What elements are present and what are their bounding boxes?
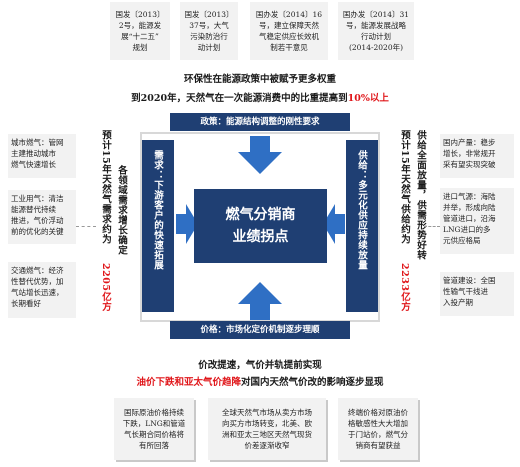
left-box-transport-gas: 交通燃气：经济 性替代优势，加 气站增长迅速， 长期看好 xyxy=(8,262,76,318)
left-box-line: 前的优化的关键 xyxy=(11,227,64,236)
price-bar: 价格：市场化定价机制逐步理顺 xyxy=(170,321,350,339)
bottom-box-terminal-price: 终端价格对原油价 格敏感性大大增加 于门站价，燃气分 销商有望获益 xyxy=(338,398,418,460)
demand-forecast-line-1: 预计15年天然气需求约为 xyxy=(100,130,111,245)
policy-doc-line: 号，能源发展战略 xyxy=(345,21,406,30)
policy-doc-box-3: 国办发〔2014〕16 号，建立保障天然 气稳定供应长效机 制若干意见 xyxy=(250,2,328,60)
left-box-industrial-gas: 工业用气：清洁 能源替代持续 推进，气价浮动 前的优化的关键 xyxy=(8,190,76,244)
right-box-line: 进口气源：海陆 xyxy=(443,192,496,201)
left-box-line: 主建推动城市 xyxy=(11,149,56,158)
policy-doc-line: 气稳定供应长效机 xyxy=(258,32,319,41)
right-box-line: 入投产期 xyxy=(443,298,473,307)
bottom-box-oil-price: 国际原油价格持续 下跌，LNG和管道 气长期合同价格将 有所回落 xyxy=(114,398,194,460)
left-box-line: 燃气快速增长 xyxy=(11,160,56,169)
right-box-line: 国内产量：稳步 xyxy=(443,138,496,147)
env-target-highlight: 10%以上 xyxy=(347,93,389,104)
bottom-box-line: 下跌，LNG和管道 xyxy=(122,419,186,428)
policy-doc-box-1: 国发〔2013〕 2号，能源发 展“十二五” 规划 xyxy=(110,2,170,60)
demand-panel: 需求：下游客户的快速拓展 xyxy=(142,140,174,312)
bottom-box-line: 于门站价，燃气分 xyxy=(348,430,408,439)
env-target-text: 到2020年，天然气在一次能源消费中的比重提高到 xyxy=(131,93,348,104)
left-box-line: 推进，气价浮动 xyxy=(11,216,64,225)
supply-forecast-line-2: 供给全面放量，供需形势好转 xyxy=(415,130,426,260)
demand-label: 需求：下游客户的快速拓展 xyxy=(152,150,163,270)
env-target: 到2020年，天然气在一次能源消费中的比重提高到10%以上 xyxy=(0,90,520,104)
bottom-box-line: 向买方市场转变，北美、欧 xyxy=(222,419,312,428)
arrow-up-icon xyxy=(238,282,282,320)
center-headline-line-2: 业绩拐点 xyxy=(232,229,289,245)
left-box-line: 能源替代持续 xyxy=(11,205,56,214)
reform-headline: 价改提速，气价并轨提前实现 xyxy=(198,360,322,371)
policy-doc-line: 37号，大气 xyxy=(189,21,229,30)
right-box-pipeline: 管道建设：全国 性输气干线进 入投产期 xyxy=(440,272,514,316)
arrow-right-icon xyxy=(176,204,198,244)
left-box-line: 城市燃气：管网 xyxy=(11,138,64,147)
env-headline: 环保性在能源政策中被赋予更多权重 xyxy=(183,74,336,85)
policy-doc-line: 国办发〔2014〕31 xyxy=(342,10,410,19)
policy-doc-line: 国发〔2013〕 xyxy=(115,10,165,19)
bottom-box-line: 格敏感性大大增加 xyxy=(348,419,408,428)
right-box-import-source: 进口气源：海陆 并举，形成向陆 管道进口，沿海 LNG进口的多 元供应格局 xyxy=(440,188,514,254)
left-box-line: 气站增长迅速， xyxy=(11,288,64,297)
policy-doc-line: 动计划 xyxy=(197,43,221,52)
bottom-box-line: 销商有望获益 xyxy=(355,441,401,450)
bottom-box-line: 气长期合同价格将 xyxy=(123,430,184,439)
bottom-box-global-market: 全球天然气市场从卖方市场 向买方市场转变，北美、欧 洲和亚太三地区天然气现货 价… xyxy=(208,398,326,460)
left-box-city-gas: 城市燃气：管网 主建推动城市 燃气快速增长 xyxy=(8,134,76,178)
bottom-box-line: 洲和亚太三地区天然气现货 xyxy=(222,430,312,439)
policy-doc-line: (2014-2020年) xyxy=(348,43,404,52)
right-box-line: 管道进口，沿海 xyxy=(443,214,496,223)
bottom-box-line: 价差逐渐收窄 xyxy=(244,441,290,450)
right-box-line: 并举，形成向陆 xyxy=(443,203,496,212)
policy-doc-line: 行动计划 xyxy=(360,32,391,41)
right-box-line: 性输气干线进 xyxy=(443,287,488,296)
right-box-line: LNG进口的多 xyxy=(443,225,491,234)
left-connector xyxy=(76,226,96,227)
arrow-down-icon xyxy=(238,136,282,174)
reform-impact-highlight: 油价下跌和亚太气价趋降 xyxy=(136,377,241,388)
center-headline-line-1: 燃气分销商 xyxy=(225,207,296,223)
policy-doc-line: 国发〔2013〕 xyxy=(184,10,234,19)
reform-impact-text: 对国内天然气价改的影响逐步显现 xyxy=(241,377,384,388)
left-box-line: 性替代优势，加 xyxy=(11,277,64,286)
supply-forecast-line-1: 预计15年天然气供给约为 xyxy=(399,130,410,245)
right-box-domestic-output: 国内产量：稳步 增长，非常规开 采有望实现突破 xyxy=(440,134,514,178)
policy-doc-line: 国办发〔2014〕16 xyxy=(255,10,323,19)
policy-bar: 政策：能源结构调整的刚性要求 xyxy=(170,113,350,131)
bottom-box-line: 终端价格对原油价 xyxy=(348,408,408,417)
policy-doc-line: 展“十二五” xyxy=(121,32,159,41)
policy-doc-line: 污染防治行 xyxy=(190,32,228,41)
right-connector xyxy=(424,226,440,227)
left-box-line: 长期看好 xyxy=(11,299,41,308)
policy-doc-line: 号，建立保障天然 xyxy=(258,21,319,30)
right-box-line: 采有望实现突破 xyxy=(443,160,496,169)
policy-doc-line: 制若干意见 xyxy=(270,43,308,52)
left-box-line: 工业用气：清洁 xyxy=(11,194,64,203)
demand-forecast-value: 2205亿方 xyxy=(100,263,111,312)
arrow-left-icon xyxy=(323,204,345,244)
policy-doc-line: 规划 xyxy=(132,43,148,52)
policy-doc-box-2: 国发〔2013〕 37号，大气 污染防治行 动计划 xyxy=(180,2,238,60)
right-box-line: 元供应格局 xyxy=(443,236,481,245)
right-box-line: 增长，非常规开 xyxy=(443,149,496,158)
supply-forecast-value: 2233亿方 xyxy=(399,263,410,312)
left-box-line: 交通燃气：经济 xyxy=(11,266,64,275)
supply-panel: 供给：多元化供应持续放量 xyxy=(346,140,378,312)
policy-doc-box-4: 国办发〔2014〕31 号，能源发展战略 行动计划 (2014-2020年) xyxy=(338,2,414,60)
center-headline-box: 燃气分销商 业绩拐点 xyxy=(194,189,327,263)
right-box-line: 管道建设：全国 xyxy=(443,276,496,285)
reform-impact: 油价下跌和亚太气价趋降对国内天然气价改的影响逐步显现 xyxy=(0,374,520,388)
bottom-box-line: 全球天然气市场从卖方市场 xyxy=(222,408,312,417)
policy-doc-line: 2号，能源发 xyxy=(118,21,162,30)
bottom-box-line: 国际原油价格持续 xyxy=(123,408,184,417)
bottom-box-line: 有所回落 xyxy=(138,441,169,450)
supply-label: 供给：多元化供应持续放量 xyxy=(356,150,367,270)
demand-forecast-line-2: 各领域需求增长确定 xyxy=(116,165,127,255)
